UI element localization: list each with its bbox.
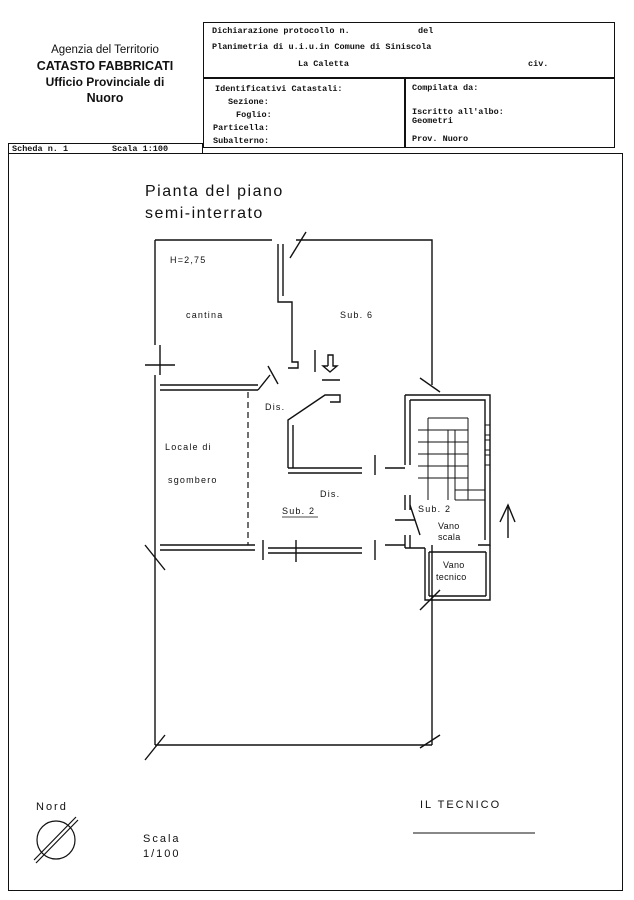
room-dis-1: Dis. bbox=[265, 402, 285, 412]
scheda-bar bbox=[8, 143, 203, 154]
section-label: Sezione: bbox=[228, 97, 269, 107]
registered-label: Iscritto all'albo: bbox=[412, 107, 504, 117]
north-label: Nord bbox=[36, 801, 68, 813]
civic-number-label: civ. bbox=[528, 59, 549, 69]
scheda-number: Scheda n. 1 bbox=[12, 144, 69, 154]
subaltern-label: Subalterno: bbox=[213, 136, 270, 146]
header-declaration-box bbox=[203, 22, 615, 78]
plan-title-1: Pianta del piano bbox=[145, 183, 284, 200]
agency-city: Nuoro bbox=[86, 91, 124, 105]
scheda-scale: Scala 1:100 bbox=[112, 144, 169, 154]
room-locale-2: sgombero bbox=[168, 475, 218, 485]
header-compiled-box bbox=[405, 78, 615, 148]
staircase bbox=[418, 417, 491, 501]
agency-name: Agenzia del Territorio bbox=[51, 44, 159, 56]
drawing-frame bbox=[8, 153, 623, 891]
declaration-date-label: del bbox=[418, 26, 434, 36]
declaration-protocol: Dichiarazione protocollo n. bbox=[212, 26, 350, 36]
agency-catasto: CATASTO FABBRICATI bbox=[36, 59, 174, 73]
agency-office: Ufficio Provinciale di bbox=[45, 75, 165, 89]
unit-sub6: Sub. 6 bbox=[340, 310, 373, 320]
room-height: H=2,75 bbox=[170, 255, 206, 265]
room-locale-1: Locale di bbox=[165, 442, 212, 452]
sheet-label: Foglio: bbox=[236, 110, 272, 120]
unit-sub2-b: Sub. 2 bbox=[418, 504, 451, 514]
room-cantina: cantina bbox=[186, 310, 223, 320]
planimetry-line: Planimetria di u.i.u.in Comune di Sinisc… bbox=[212, 42, 432, 52]
scale-value: 1/100 bbox=[143, 848, 181, 860]
section-marks bbox=[144, 231, 516, 761]
room-vano-tecnico-2: tecnico bbox=[436, 572, 467, 582]
unit-sub2-a: Sub. 2 bbox=[282, 506, 315, 516]
scale-label: Scala bbox=[143, 833, 181, 845]
plan-title-2: semi-interrato bbox=[145, 205, 264, 222]
room-vano-scala-2: scala bbox=[438, 532, 461, 542]
technician-label: IL TECNICO bbox=[420, 799, 501, 811]
header-identifiers-box bbox=[203, 78, 405, 148]
room-vano-scala-1: Vano bbox=[438, 521, 460, 531]
province: Prov. Nuoro bbox=[412, 134, 469, 144]
north-arrow-icon bbox=[33, 816, 79, 864]
parcel-label: Particella: bbox=[213, 123, 270, 133]
room-vano-tecnico-1: Vano bbox=[443, 560, 465, 570]
compiled-by-label: Compilata da: bbox=[412, 83, 479, 93]
agency-block: Agenzia del Territorio CATASTO FABBRICAT… bbox=[0, 42, 210, 106]
identifiers-title: Identificativi Catastali: bbox=[215, 84, 343, 94]
locality: La Caletta bbox=[298, 59, 350, 69]
room-dis-2: Dis. bbox=[320, 489, 340, 499]
plan-walls bbox=[154, 239, 491, 746]
register-name: Geometri bbox=[412, 116, 453, 126]
